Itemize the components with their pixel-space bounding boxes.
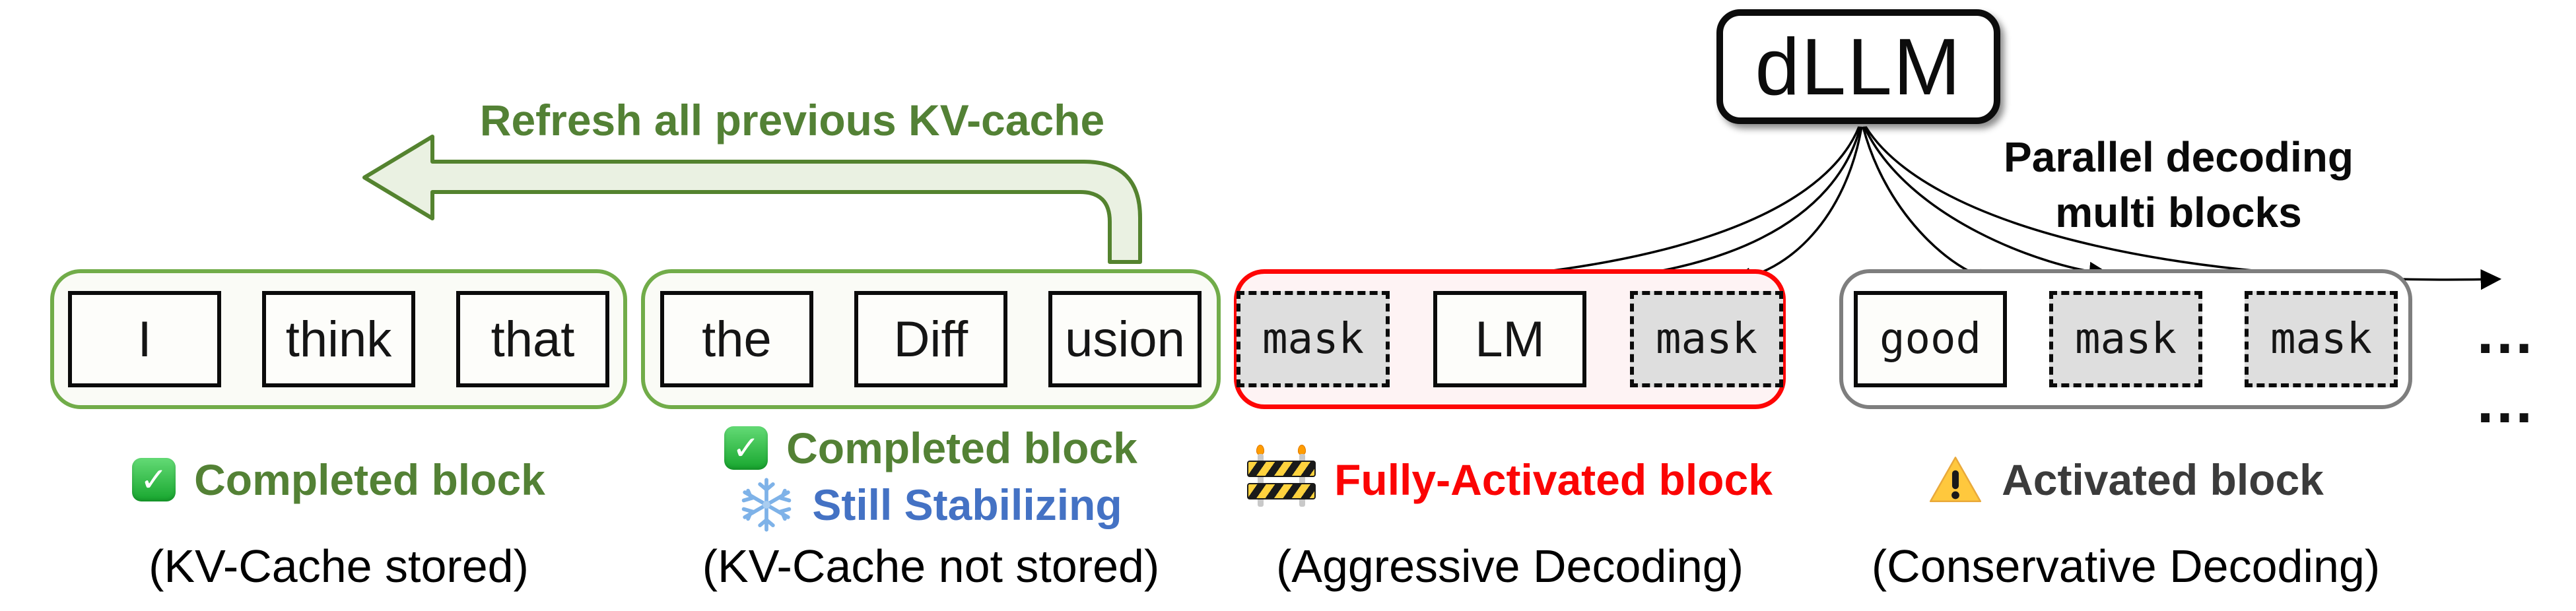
block4-label: Activated block	[2002, 455, 2324, 504]
block1-label: Completed block	[194, 455, 545, 504]
block4-caption: (Conservative Decoding)	[1871, 540, 2381, 592]
parallel-note-line1: Parallel decoding	[2004, 133, 2354, 181]
token: usion	[1048, 291, 1202, 387]
block3-label: Fully-Activated block	[1334, 455, 1773, 504]
block2-caption: (KV-Cache not stored)	[702, 540, 1160, 592]
block4-label-row: Activated block	[1839, 451, 2412, 508]
snowflake-emoji-icon	[742, 478, 792, 532]
mask-token: mask	[2245, 291, 2398, 387]
parallel-note-line2: multi blocks	[2055, 189, 2302, 236]
block2-label-completed: Completed block	[786, 424, 1137, 472]
mask-token: mask	[1630, 291, 1783, 387]
block-completed-stabilizing: the Diff usion	[641, 269, 1221, 409]
block-completed-stored: I think that	[50, 269, 627, 409]
refresh-kv-cache-arrow	[362, 135, 1142, 264]
token: Diff	[854, 291, 1007, 387]
block-activated: good mask mask	[1839, 269, 2412, 409]
token: good	[1854, 291, 2007, 387]
block2-label-row-2: Still Stabilizing	[641, 476, 1221, 533]
check-emoji-icon: ✓	[132, 458, 176, 501]
parallel-decoding-note: Parallel decoding multi blocks	[1915, 129, 2443, 240]
block1-caption: (KV-Cache stored)	[149, 540, 529, 592]
continuation-ellipsis: … …	[2474, 299, 2538, 435]
warning-emoji-icon	[1930, 457, 1982, 503]
token: I	[68, 291, 221, 387]
dllm-label: dLLM	[1755, 22, 1962, 112]
fan-arrow-3	[1729, 126, 1863, 289]
dllm-model-box: dLLM	[1716, 9, 2000, 124]
block3-label-row: Fully-Activated block	[1234, 445, 1786, 509]
block2-label-stabilizing: Still Stabilizing	[812, 480, 1122, 529]
check-glyph: ✓	[140, 461, 168, 499]
mask-token: mask	[2049, 291, 2202, 387]
mask-token: mask	[1237, 291, 1390, 387]
fan-arrow-1	[1326, 126, 1860, 296]
block3-caption: (Aggressive Decoding)	[1275, 540, 1744, 592]
block1-label-row: ✓ Completed block	[50, 451, 627, 508]
block2-label-row-1: ✓ Completed block	[641, 420, 1221, 476]
token: the	[660, 291, 813, 387]
token: that	[456, 291, 609, 387]
token: think	[262, 291, 415, 387]
block-fully-activated: mask LM mask	[1234, 269, 1786, 409]
check-emoji-icon: ✓	[724, 426, 768, 470]
refresh-arrow-label: Refresh all previous KV-cache	[479, 96, 1105, 145]
check-glyph: ✓	[732, 429, 761, 467]
token: LM	[1433, 291, 1586, 387]
fan-arrow-2	[1533, 126, 1862, 294]
construction-emoji-icon	[1247, 445, 1316, 509]
